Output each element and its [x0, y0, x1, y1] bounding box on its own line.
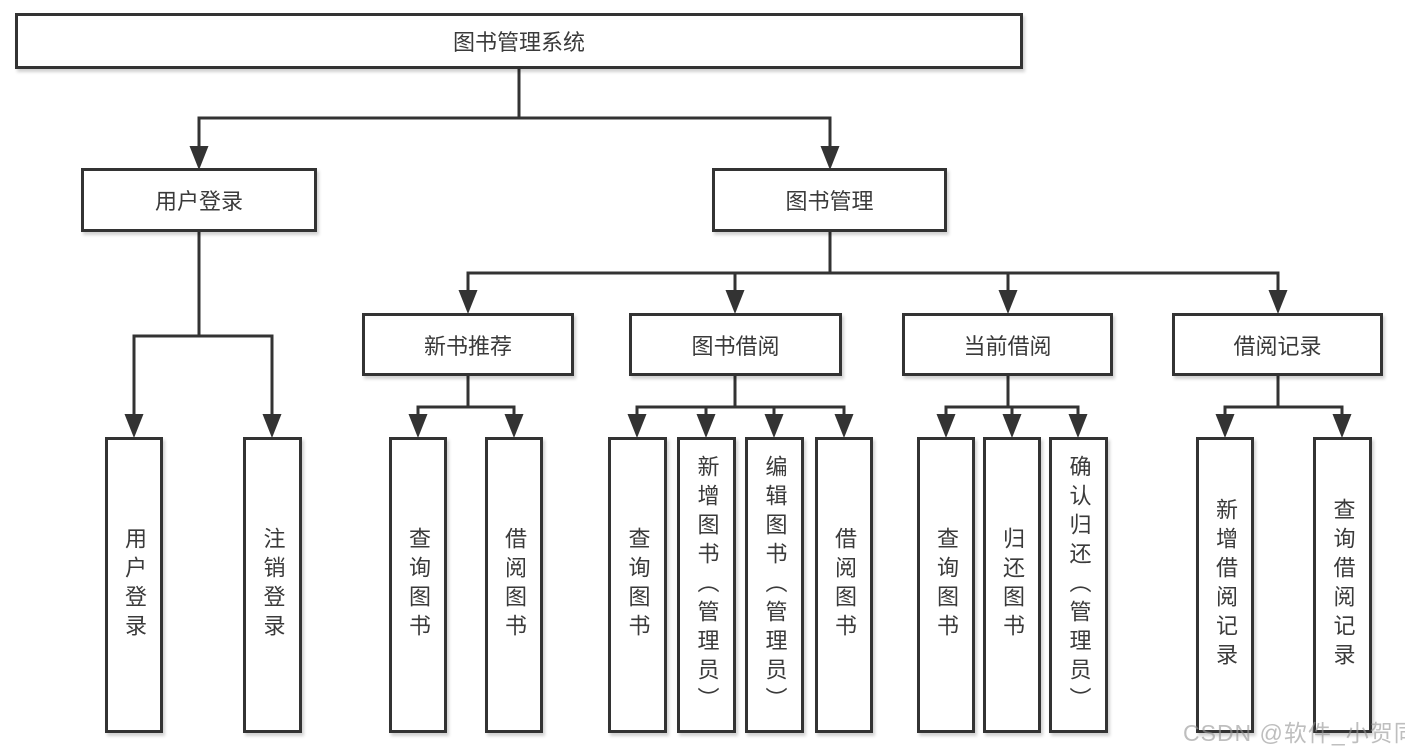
leaf-add-borrow-record: 新增借阅记录 [1196, 437, 1254, 733]
leaf-label: 查询图书 [934, 527, 959, 643]
leaf-edit-books-admin: 编辑图书（管理员） [745, 437, 804, 733]
node-label: 借阅记录 [1233, 333, 1322, 359]
leaf-label: 用户登录 [122, 527, 147, 643]
node-current-borrowing: 当前借阅 [902, 313, 1113, 376]
node-label: 用户登录 [154, 189, 243, 214]
leaf-add-books-admin: 新增图书（管理员） [677, 437, 736, 733]
node-new-book-recommendation: 新书推荐 [362, 313, 574, 376]
watermark: CSDN @软件_小贺同学 [1183, 720, 1405, 746]
leaf-logout: 注销登录 [243, 437, 302, 733]
arrowheads [124, 146, 1352, 438]
node-label: 图书管理系统 [452, 30, 585, 55]
leaf-user-login: 用户登录 [105, 437, 163, 733]
leaf-borrow-books-recommend: 借阅图书 [485, 437, 543, 733]
leaf-label: 查询图书 [625, 527, 651, 643]
node-borrowing-records: 借阅记录 [1172, 313, 1383, 376]
leaf-confirm-return-admin: 确认归还（管理员） [1049, 437, 1108, 733]
leaf-label: 新增借阅记录 [1213, 498, 1238, 672]
node-book-borrowing: 图书借阅 [629, 313, 842, 376]
leaf-return-books: 归还图书 [983, 437, 1041, 733]
leaf-label: 注销登录 [260, 527, 286, 643]
leaf-label: 确认归还（管理员） [1066, 454, 1092, 716]
leaf-borrow-books: 借阅图书 [815, 437, 873, 733]
node-label: 新书推荐 [423, 333, 512, 359]
leaf-label: 查询图书 [406, 527, 431, 643]
leaf-query-borrow-record: 查询借阅记录 [1313, 437, 1372, 733]
node-user-login: 用户登录 [81, 168, 317, 232]
leaf-query-books-borrow: 查询图书 [608, 437, 667, 733]
leaf-label: 归还图书 [1000, 527, 1025, 643]
leaf-label: 借阅图书 [502, 527, 527, 643]
node-library-management-system: 图书管理系统 [15, 13, 1023, 69]
node-label: 当前借阅 [963, 333, 1052, 359]
node-book-management: 图书管理 [712, 168, 947, 232]
leaf-label: 借阅图书 [832, 527, 857, 643]
leaf-query-books-recommend: 查询图书 [389, 437, 447, 733]
node-label: 图书借阅 [691, 333, 780, 359]
leaf-query-books-current: 查询图书 [917, 437, 975, 733]
leaf-label: 新增图书（管理员） [694, 454, 720, 716]
leaf-label: 查询借阅记录 [1330, 498, 1356, 672]
node-label: 图书管理 [785, 189, 874, 214]
leaf-label: 编辑图书（管理员） [762, 454, 788, 716]
